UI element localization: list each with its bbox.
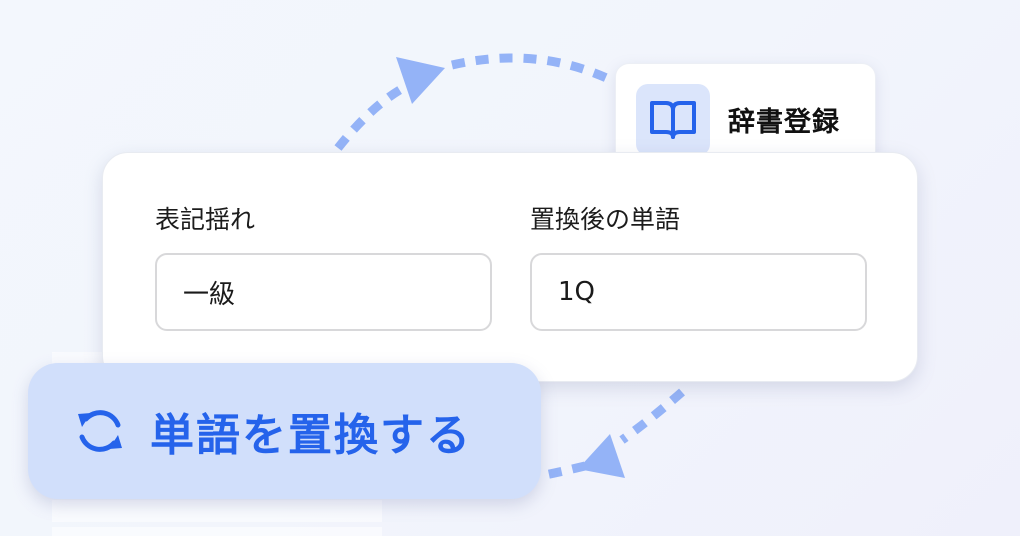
- variant-field: 表記揺れ: [155, 203, 492, 331]
- replacement-field-label: 置換後の単語: [530, 205, 681, 234]
- replace-words-label: 単語を置換する: [150, 410, 472, 461]
- refresh-icon: [78, 410, 122, 452]
- replacement-field: 置換後の単語: [530, 203, 867, 331]
- replace-words-button[interactable]: 単語を置換する: [28, 363, 541, 499]
- background-panel: [52, 500, 382, 522]
- book-open-icon: [650, 101, 696, 139]
- dictionary-register-label: 辞書登録: [728, 107, 840, 138]
- variant-input[interactable]: [155, 253, 492, 331]
- variant-field-label: 表記揺れ: [155, 205, 256, 234]
- arrow-head-bottom: [578, 434, 625, 478]
- arrow-head-top: [396, 57, 445, 104]
- background-panel: [52, 527, 382, 536]
- replace-form-card: 表記揺れ 置換後の単語: [102, 152, 918, 382]
- replacement-input[interactable]: [530, 253, 867, 331]
- dictionary-icon-box: [636, 84, 710, 156]
